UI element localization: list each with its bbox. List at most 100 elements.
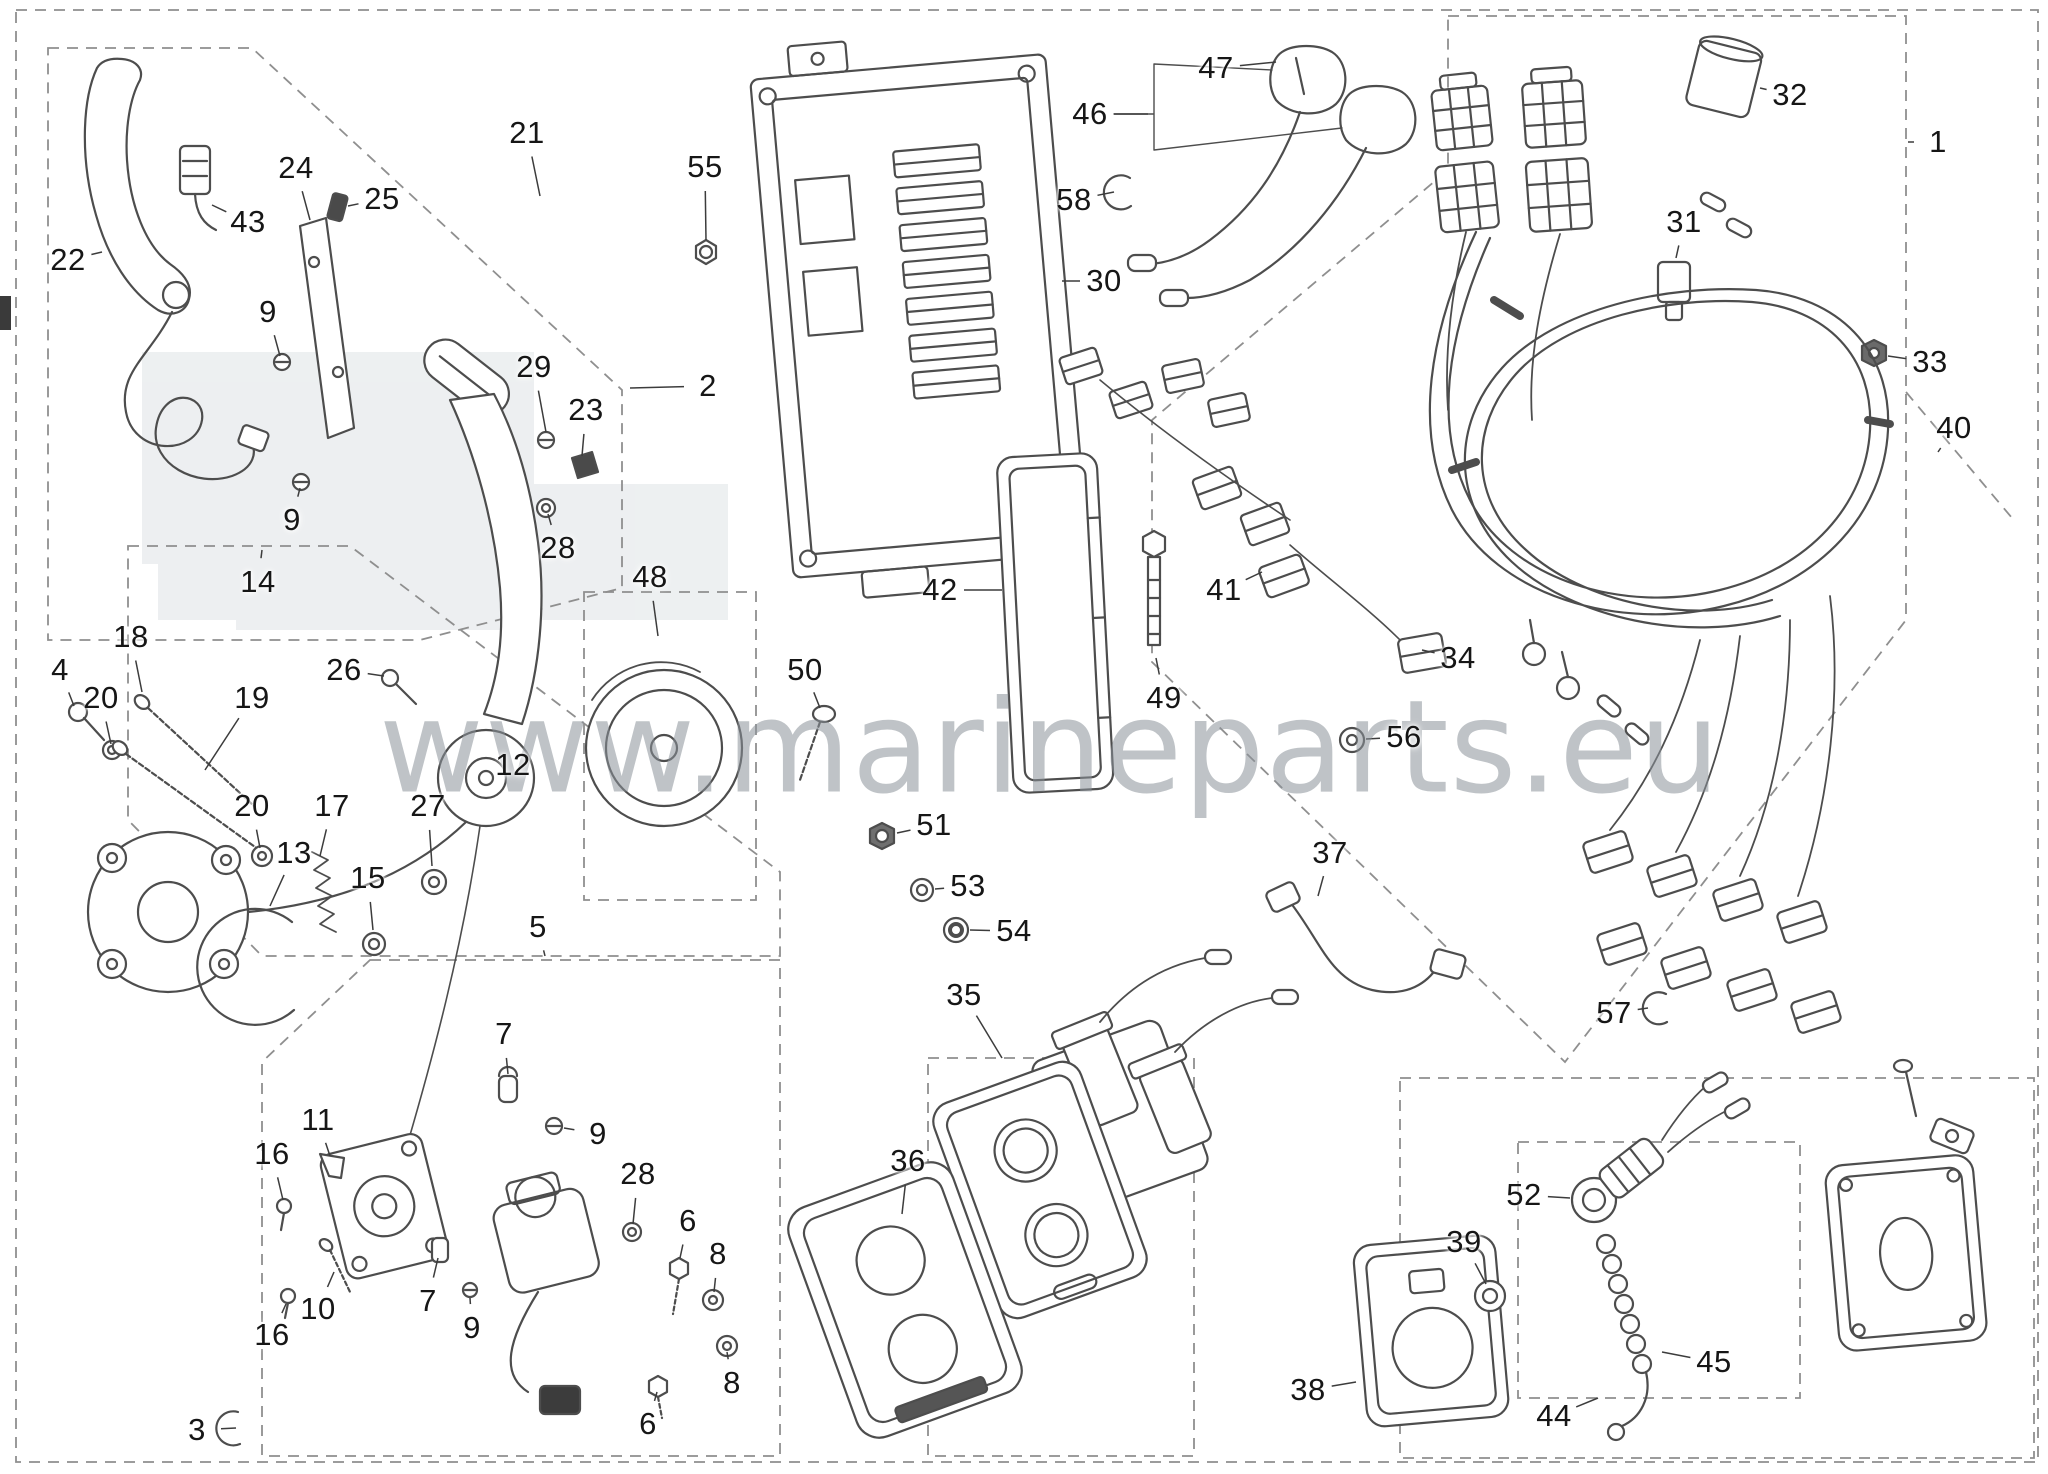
leader-line bbox=[319, 829, 328, 857]
leader-line bbox=[969, 929, 991, 932]
cap-wires-art bbox=[1102, 44, 1417, 308]
leader-line bbox=[1474, 1262, 1487, 1285]
leader-line bbox=[269, 874, 285, 907]
leader-line bbox=[505, 1057, 509, 1075]
leader-line bbox=[1759, 87, 1767, 91]
part-number-50: 50 bbox=[787, 652, 823, 687]
part-number-35: 35 bbox=[946, 977, 982, 1012]
leader-line bbox=[68, 692, 75, 707]
leader-line bbox=[1637, 1007, 1649, 1011]
parts-art bbox=[67, 35, 1988, 1447]
leader-line bbox=[326, 1271, 335, 1288]
part-number-43: 43 bbox=[230, 204, 266, 239]
part-number-42: 42 bbox=[922, 572, 958, 607]
part-number-25: 25 bbox=[364, 181, 400, 216]
part-number-13: 13 bbox=[276, 835, 312, 870]
leader-line bbox=[281, 1303, 287, 1314]
part-number-27: 27 bbox=[410, 788, 446, 823]
part-number-4: 4 bbox=[51, 652, 69, 687]
leader-line bbox=[934, 887, 945, 890]
part-number-20: 20 bbox=[83, 680, 119, 715]
leader-line bbox=[1331, 1381, 1357, 1387]
part-number-40: 40 bbox=[1936, 410, 1972, 445]
leader-line bbox=[220, 1427, 237, 1430]
leader-line bbox=[1675, 245, 1680, 259]
center-hardware-art bbox=[798, 704, 970, 944]
part-number-51: 51 bbox=[916, 807, 952, 842]
part-number-41: 41 bbox=[1206, 572, 1242, 607]
left-hardware-art bbox=[67, 668, 448, 1447]
leader-lines bbox=[68, 61, 1942, 1430]
leader-line bbox=[1575, 1397, 1599, 1408]
leader-line bbox=[542, 950, 546, 957]
leader-line bbox=[679, 1244, 684, 1259]
part-number-11: 11 bbox=[301, 1102, 335, 1137]
leader-line bbox=[211, 204, 227, 213]
part-number-16: 16 bbox=[254, 1317, 290, 1352]
part-number-3: 3 bbox=[188, 1412, 206, 1447]
part-number-30: 30 bbox=[1086, 263, 1122, 298]
leader-line bbox=[134, 660, 143, 693]
part-number-20: 20 bbox=[234, 788, 270, 823]
leader-line bbox=[276, 1177, 284, 1201]
shift-assembly-art bbox=[275, 1065, 739, 1420]
part-number-31: 31 bbox=[1666, 204, 1702, 239]
part-number-39: 39 bbox=[1446, 1224, 1482, 1259]
part-number-9: 9 bbox=[589, 1116, 607, 1151]
part-number-46: 46 bbox=[1072, 96, 1108, 131]
part-number-22: 22 bbox=[50, 242, 86, 277]
ecu-art bbox=[996, 452, 1167, 794]
leader-line bbox=[367, 672, 385, 677]
leader-line bbox=[896, 829, 911, 834]
part-number-6: 6 bbox=[639, 1406, 657, 1441]
leader-line bbox=[369, 901, 374, 931]
leader-line bbox=[428, 829, 433, 867]
leader-line bbox=[1661, 1351, 1691, 1359]
part-number-32: 32 bbox=[1772, 77, 1808, 112]
part-number-21: 21 bbox=[509, 115, 545, 150]
part-number-18: 18 bbox=[113, 619, 149, 654]
leader-line bbox=[432, 1257, 439, 1278]
part-number-23: 23 bbox=[568, 392, 604, 427]
leader-line bbox=[726, 1351, 729, 1360]
part-number-52: 52 bbox=[1506, 1177, 1542, 1212]
leader-line bbox=[301, 191, 311, 221]
part-number-55: 55 bbox=[687, 149, 723, 184]
part-number-9: 9 bbox=[283, 502, 301, 537]
part-number-7: 7 bbox=[495, 1016, 513, 1051]
part-number-7: 7 bbox=[419, 1283, 437, 1318]
control-lever-art bbox=[246, 338, 600, 1143]
part-number-12: 12 bbox=[495, 747, 531, 782]
leader-line bbox=[581, 433, 585, 457]
part-number-6: 6 bbox=[679, 1203, 697, 1238]
leader-line bbox=[901, 1184, 907, 1215]
leader-line bbox=[297, 487, 301, 497]
leader-line bbox=[704, 190, 707, 241]
part-number-49: 49 bbox=[1146, 680, 1182, 715]
part-number-8: 8 bbox=[709, 1236, 727, 1271]
leader-line bbox=[563, 1127, 575, 1131]
leader-line bbox=[1239, 61, 1277, 67]
leader-line bbox=[1317, 875, 1325, 897]
leader-line bbox=[324, 1142, 331, 1157]
page-edge-mark bbox=[0, 296, 11, 330]
leader-line bbox=[1547, 1195, 1571, 1199]
part-number-33: 33 bbox=[1912, 344, 1948, 379]
leader-line bbox=[813, 692, 821, 709]
part-number-28: 28 bbox=[620, 1156, 656, 1191]
part-number-58: 58 bbox=[1056, 182, 1092, 217]
part-number-37: 37 bbox=[1312, 835, 1348, 870]
part-number-14: 14 bbox=[240, 564, 276, 599]
leader-line bbox=[91, 251, 103, 256]
part-number-47: 47 bbox=[1198, 50, 1234, 85]
leader-line bbox=[260, 549, 263, 559]
leader-line bbox=[1155, 657, 1161, 675]
leader-line bbox=[547, 513, 552, 526]
part-number-24: 24 bbox=[278, 150, 314, 185]
leader-line bbox=[629, 385, 685, 389]
leader-line bbox=[105, 721, 112, 745]
part-number-57: 57 bbox=[1596, 995, 1632, 1030]
